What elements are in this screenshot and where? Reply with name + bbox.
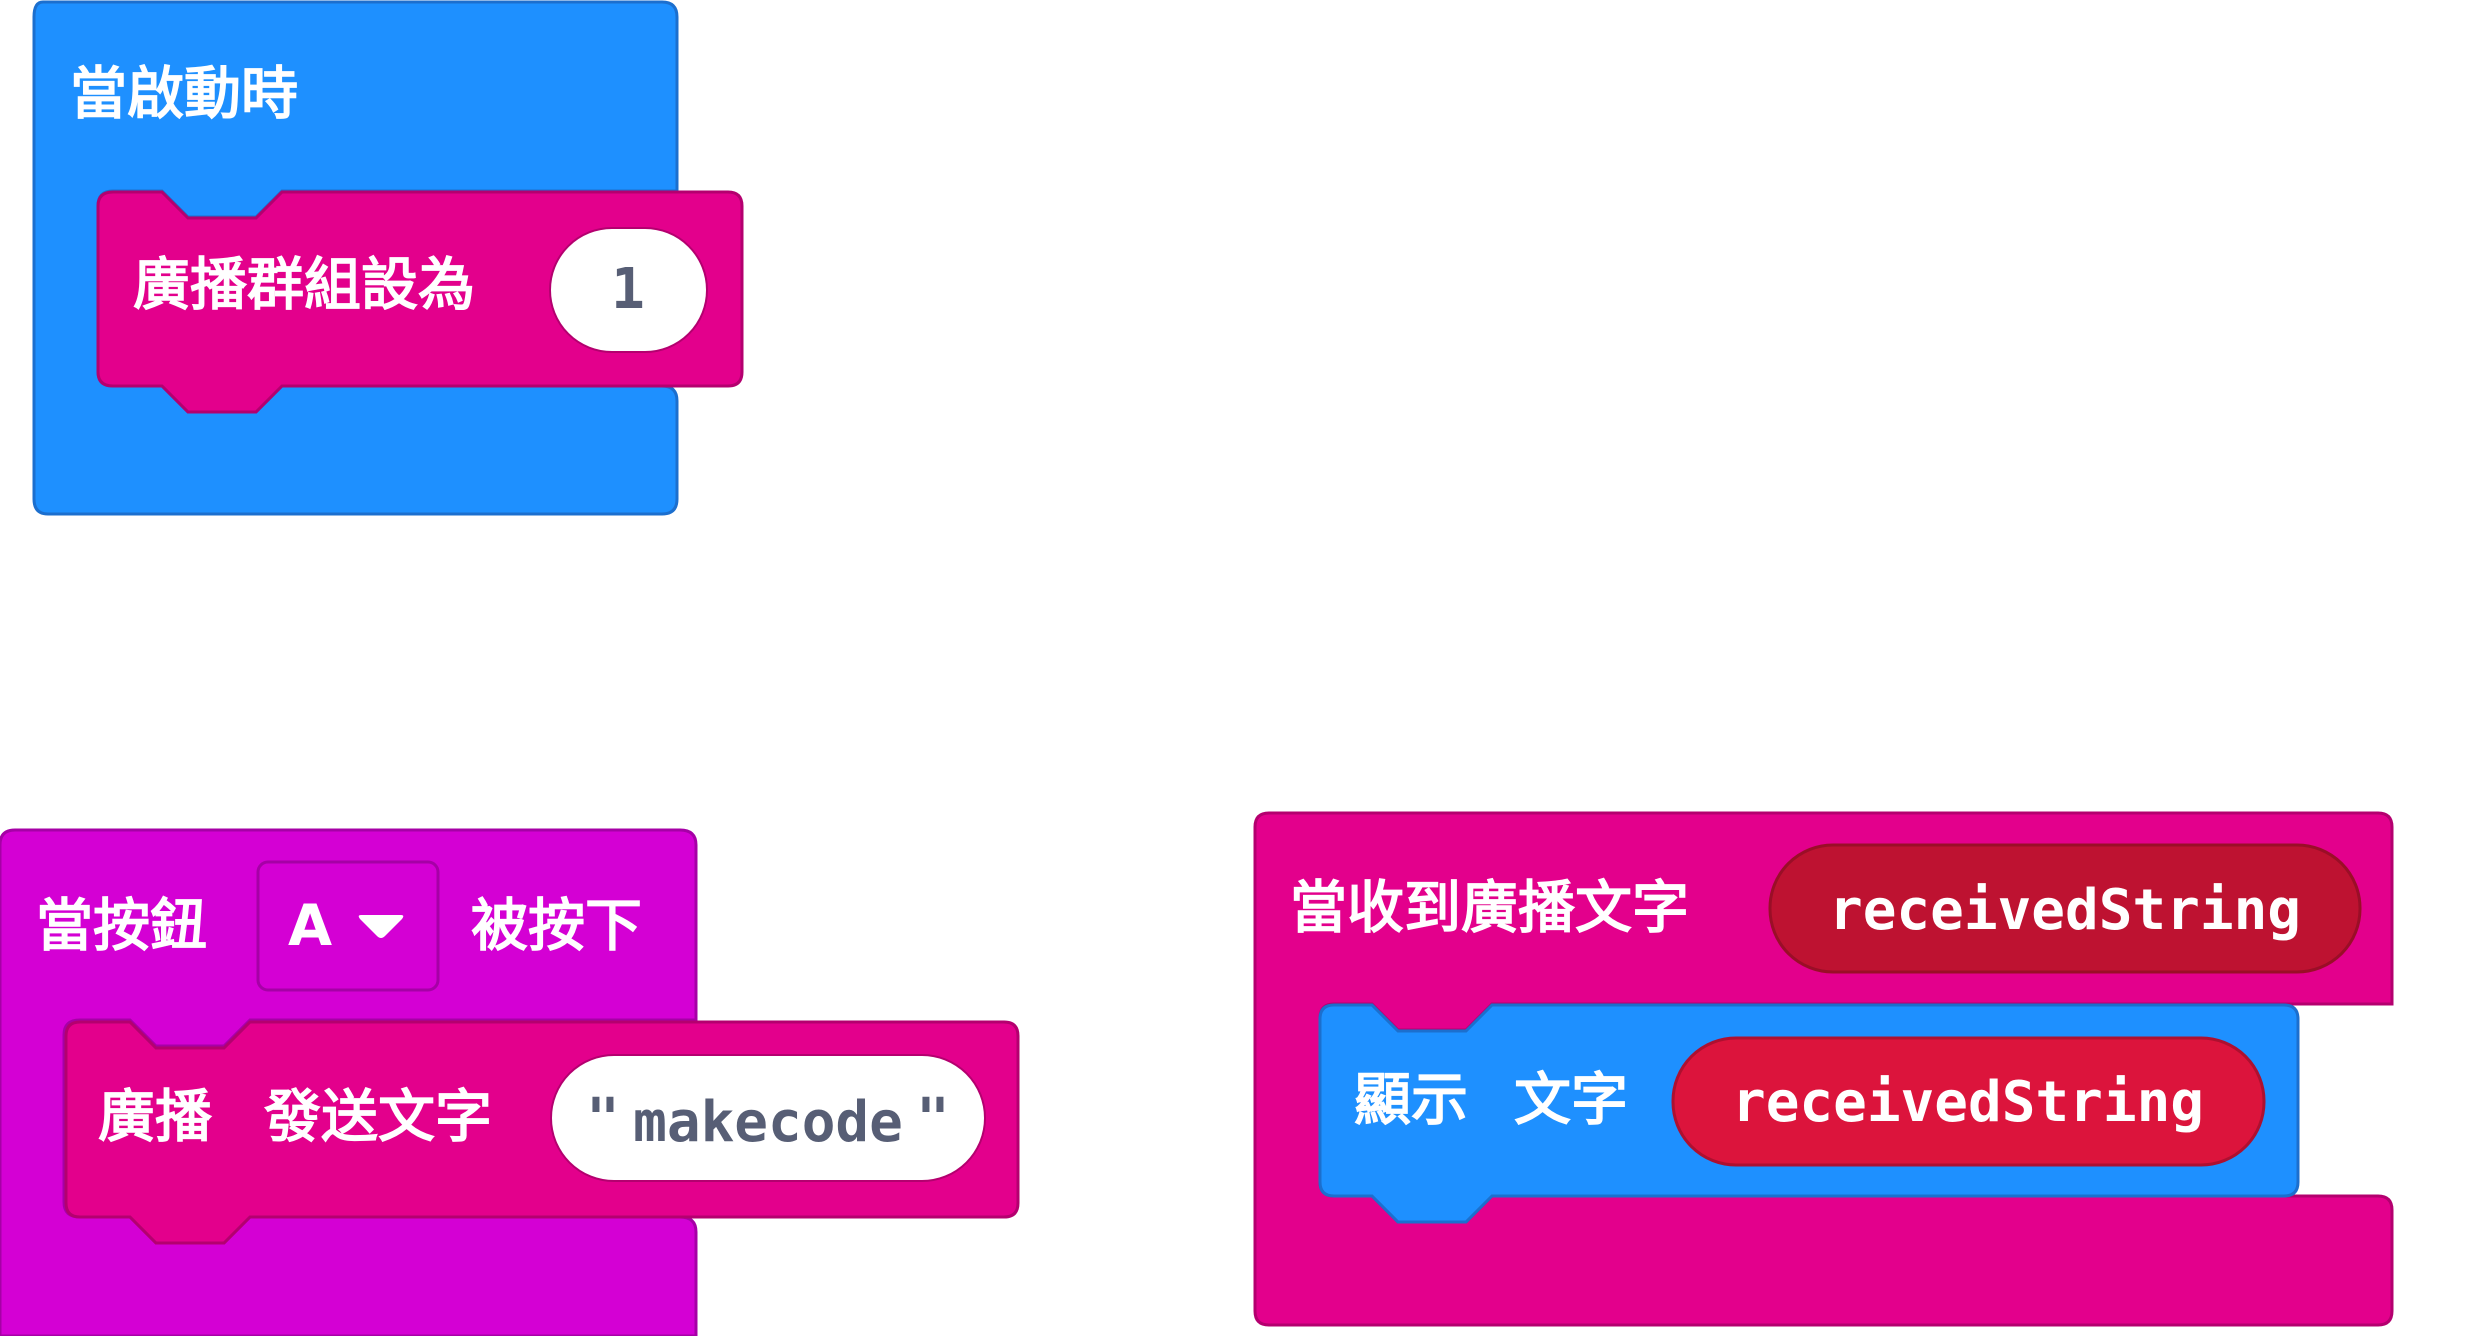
send-text-quote-close: " <box>916 1087 950 1152</box>
button-dropdown-value: A <box>288 893 332 959</box>
received-string-variable-name: receivedString <box>1829 878 2301 943</box>
on-button-prefix: 當按鈕 <box>36 893 207 959</box>
shown-string-variable-name: receivedString <box>1732 1070 2204 1135</box>
radio-send-radio-label: 廣播 <box>98 1084 213 1150</box>
radio-send-action-label: 發送文字 <box>263 1084 492 1150</box>
group-number-input[interactable] <box>549 227 708 353</box>
shown-string-variable[interactable] <box>1671 1036 2266 1167</box>
show-string-label: 顯示 <box>1354 1067 1468 1133</box>
button-dropdown[interactable]: A <box>256 860 440 992</box>
group-number-value: 1 <box>611 257 645 322</box>
send-text-value: makecode <box>633 1090 903 1155</box>
send-text-quote-open: " <box>586 1087 620 1152</box>
on-received-label: 當收到廣播文字 <box>1290 875 1689 941</box>
show-string-block[interactable]: 顯示 文字 receivedString <box>1318 1003 2300 1224</box>
set-group-block[interactable]: 廣播群組設為 1 <box>96 190 744 414</box>
on-start-label: 當啟動時 <box>70 61 298 127</box>
on-received-string-block[interactable]: 當收到廣播文字 receivedString 顯示 文字 receivedStr… <box>1253 811 2394 1327</box>
triangle-down-icon <box>358 915 404 938</box>
show-string-text-label: 文字 <box>1514 1067 1628 1133</box>
received-string-variable[interactable] <box>1768 843 2362 974</box>
set-group-label: 廣播群組設為 <box>133 252 475 318</box>
button-dropdown-box[interactable] <box>256 860 440 992</box>
send-text-input[interactable] <box>550 1054 986 1182</box>
radio-send-string-block[interactable]: 廣播 發送文字 " makecode " <box>64 1020 1020 1245</box>
on-start-block[interactable]: 當啟動時 廣播群組設為 1 <box>32 0 744 516</box>
on-button-pressed-block[interactable]: 當按鈕 A 被按下 廣播 發送文字 " makecode " <box>0 828 1020 1336</box>
on-button-suffix: 被按下 <box>471 893 642 959</box>
